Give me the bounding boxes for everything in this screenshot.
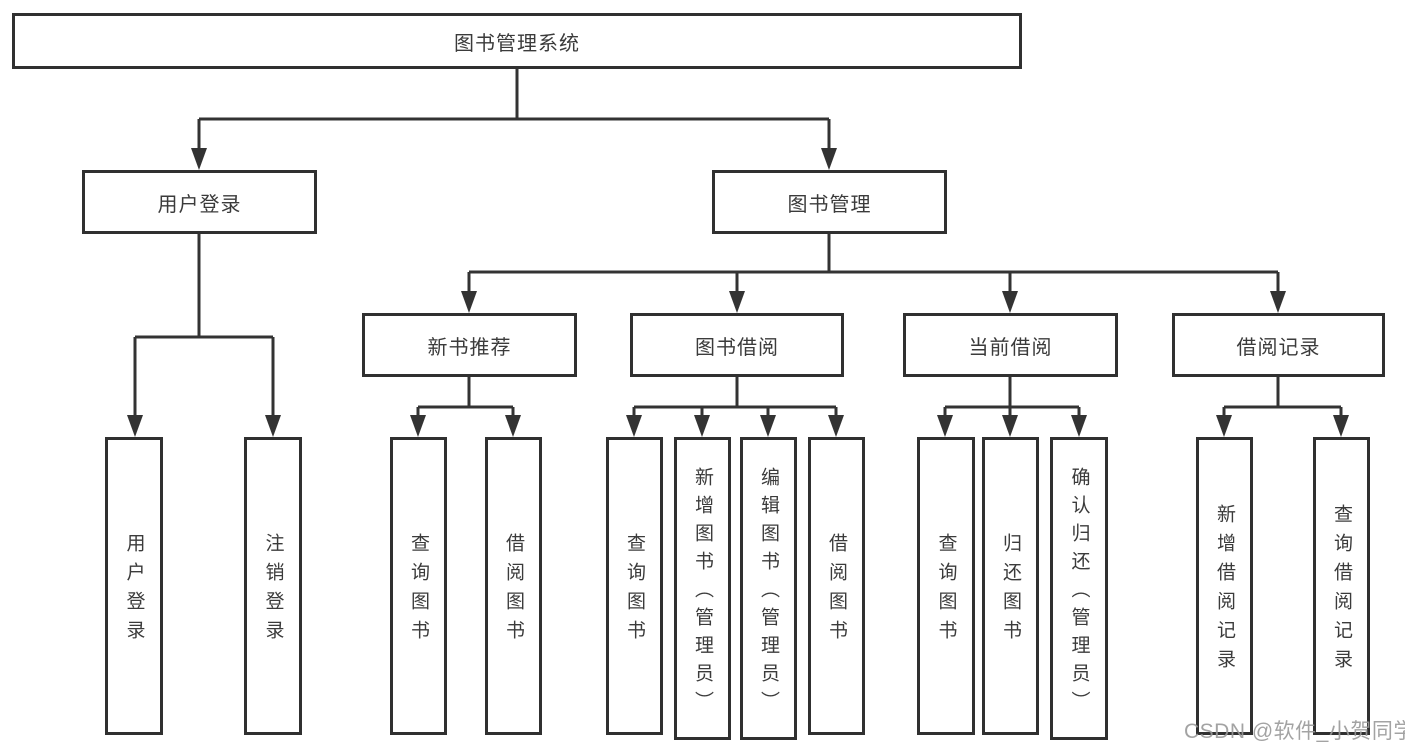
node-label: 新增图书（管理员） — [692, 467, 713, 719]
node-label: 新增借阅记录 — [1214, 504, 1235, 678]
leaf-edit-books-admin: 编辑图书（管理员） — [740, 437, 797, 740]
node-label: 当前借阅 — [968, 336, 1053, 359]
node-label: 新书推荐 — [427, 336, 512, 359]
connector-new-book-rec-children — [410, 377, 521, 437]
node-label: 查询图书 — [408, 533, 429, 649]
leaf-query-borrow-record: 查询借阅记录 — [1313, 437, 1370, 735]
connector-book-borrow-children — [626, 377, 844, 437]
node-label: 图书管理 — [787, 193, 872, 216]
node-label: 查询图书 — [935, 533, 957, 649]
node-library-management-system: 图书管理系统 — [12, 13, 1022, 69]
node-current-borrowing: 当前借阅 — [903, 313, 1118, 377]
node-label: 编辑图书（管理员） — [758, 467, 779, 719]
leaf-query-books-current: 查询图书 — [917, 437, 975, 735]
csdn-watermark: CSDN @软件_小贺同学 — [1184, 720, 1405, 743]
leaf-borrow-books: 借阅图书 — [808, 437, 865, 735]
leaf-query-books-borrow: 查询图书 — [606, 437, 663, 735]
node-label: 注销登录 — [262, 533, 284, 649]
leaf-add-books-admin: 新增图书（管理员） — [674, 437, 731, 740]
node-label: 借阅图书 — [503, 533, 524, 649]
node-label: 确认归还（管理员） — [1068, 467, 1090, 719]
connector-root-to-level1 — [191, 69, 837, 170]
leaf-confirm-return-admin: 确认归还（管理员） — [1050, 437, 1108, 740]
node-label: 用户登录 — [157, 193, 242, 216]
connector-book-mgmt-children — [461, 234, 1286, 313]
leaf-user-login: 用户登录 — [105, 437, 163, 735]
node-borrowing-records: 借阅记录 — [1172, 313, 1385, 377]
leaf-query-books-recommend: 查询图书 — [390, 437, 447, 735]
leaf-logout: 注销登录 — [244, 437, 302, 735]
connector-current-borrow-children — [937, 377, 1087, 437]
connector-user-login-children — [127, 234, 281, 437]
node-new-book-recommendation: 新书推荐 — [362, 313, 577, 377]
node-book-borrowing: 图书借阅 — [630, 313, 844, 377]
node-user-login: 用户登录 — [82, 170, 317, 234]
node-label: 用户登录 — [123, 533, 145, 649]
leaf-borrow-books-recommend: 借阅图书 — [485, 437, 542, 735]
node-book-management: 图书管理 — [712, 170, 947, 234]
leaf-return-books: 归还图书 — [982, 437, 1039, 735]
node-label: 查询借阅记录 — [1331, 504, 1352, 678]
node-label: 查询图书 — [624, 533, 645, 649]
leaf-add-borrow-record: 新增借阅记录 — [1196, 437, 1253, 735]
node-label: 借阅图书 — [826, 533, 847, 649]
node-label: 图书借阅 — [695, 336, 779, 359]
node-label: 图书管理系统 — [454, 32, 580, 55]
node-label: 归还图书 — [1000, 533, 1021, 649]
node-label: 借阅记录 — [1236, 336, 1321, 359]
connector-borrow-records-children — [1216, 377, 1349, 437]
